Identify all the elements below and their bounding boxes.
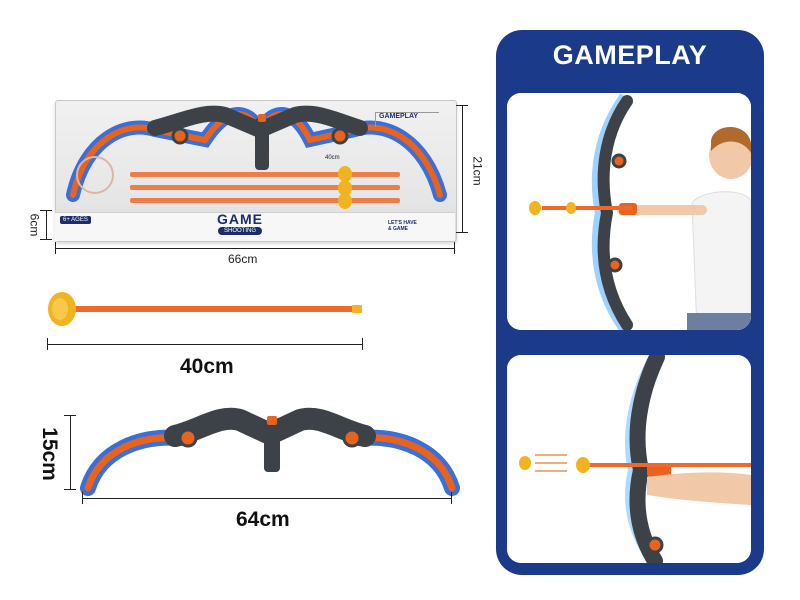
package-box-base	[55, 212, 455, 241]
child-shirt	[691, 191, 751, 330]
package-height-label: 21cm	[471, 156, 485, 186]
bow-height-label: 15cm	[37, 427, 61, 481]
package-depth-dimension	[40, 210, 52, 240]
gameplay-bow	[629, 355, 665, 563]
bow-right-limb	[352, 429, 460, 496]
suction-cup-icon	[576, 457, 590, 473]
bow-grip	[264, 422, 280, 472]
package-height-dimension	[456, 105, 468, 233]
target-icon	[76, 156, 114, 194]
boxed-bow	[66, 105, 447, 202]
package-depth-label: 6cm	[26, 213, 41, 237]
bow-width-label: 64cm	[236, 508, 290, 531]
child-hair	[711, 127, 751, 153]
bow-illustration	[80, 407, 460, 496]
archer-arm	[647, 472, 751, 505]
gameplay-title: GAMEPLAY	[552, 40, 708, 70]
arrow-length-dimension	[47, 338, 363, 350]
child-arm	[617, 205, 707, 215]
bow-height-dimension	[64, 415, 76, 490]
brand-subtitle: SHOOTING	[218, 227, 262, 235]
slogan-line-1: LET'S HAVE	[388, 220, 417, 226]
slogan: LET'S HAVE & GAME	[388, 220, 417, 232]
package-width-dimension	[55, 242, 455, 254]
motion-lines	[535, 454, 567, 472]
brand-title: GAME	[217, 211, 263, 227]
arrow-illustration	[48, 292, 362, 326]
arrow-shaft	[70, 306, 360, 312]
bow-left-limb	[80, 429, 188, 496]
slogan-line-2: & GAME	[388, 226, 408, 232]
bow-width-dimension	[82, 492, 452, 504]
box-arrow-length-label: 40cm	[325, 155, 340, 161]
gameplay-photo-child-aiming	[507, 93, 751, 330]
box-gameplay-label: GAMEPLAY	[375, 112, 439, 127]
brand-logo: GAME SHOOTING	[210, 212, 270, 235]
flying-arrow	[587, 463, 751, 467]
boxed-arrows	[130, 166, 400, 209]
arrow-length-label: 40cm	[180, 355, 234, 378]
package-contents	[66, 105, 447, 209]
gameplay-bow	[597, 95, 633, 330]
age-badge: 6+ AGES	[60, 216, 91, 224]
arrow-rest	[267, 416, 277, 425]
gameplay-photo-arrow-release	[507, 355, 751, 563]
suction-cup-icon	[529, 201, 541, 215]
package-width-label: 66cm	[228, 252, 258, 266]
arrow-nock	[352, 305, 362, 313]
